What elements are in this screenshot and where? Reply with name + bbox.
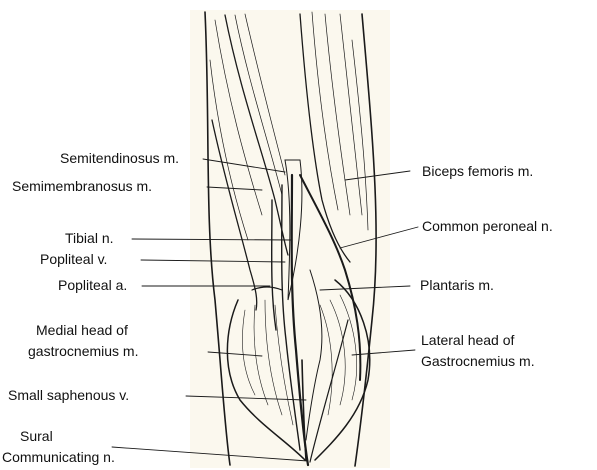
- label-popliteal-vein: Popliteal v.: [40, 251, 107, 268]
- label-tibial-nerve: Tibial n.: [65, 230, 114, 247]
- label-sural-line2: Communicating n.: [2, 449, 115, 466]
- label-semimembranosus: Semimembranosus m.: [12, 178, 152, 195]
- label-small-saphenous: Small saphenous v.: [8, 387, 129, 404]
- label-common-peroneal: Common peroneal n.: [422, 218, 553, 235]
- label-biceps-femoris: Biceps femoris m.: [422, 163, 533, 180]
- label-medial-head-line1: Medial head of: [36, 322, 128, 339]
- label-lateral-head-line2: Gastrocnemius m.: [421, 353, 535, 370]
- label-popliteal-artery: Popliteal a.: [58, 277, 127, 294]
- label-sural-line1: Sural: [20, 428, 53, 445]
- label-lateral-head-line1: Lateral head of: [421, 332, 514, 349]
- label-semitendinosus: Semitendinosus m.: [60, 150, 179, 167]
- label-plantaris: Plantaris m.: [420, 277, 494, 294]
- label-medial-head-line2: gastrocnemius m.: [28, 343, 138, 360]
